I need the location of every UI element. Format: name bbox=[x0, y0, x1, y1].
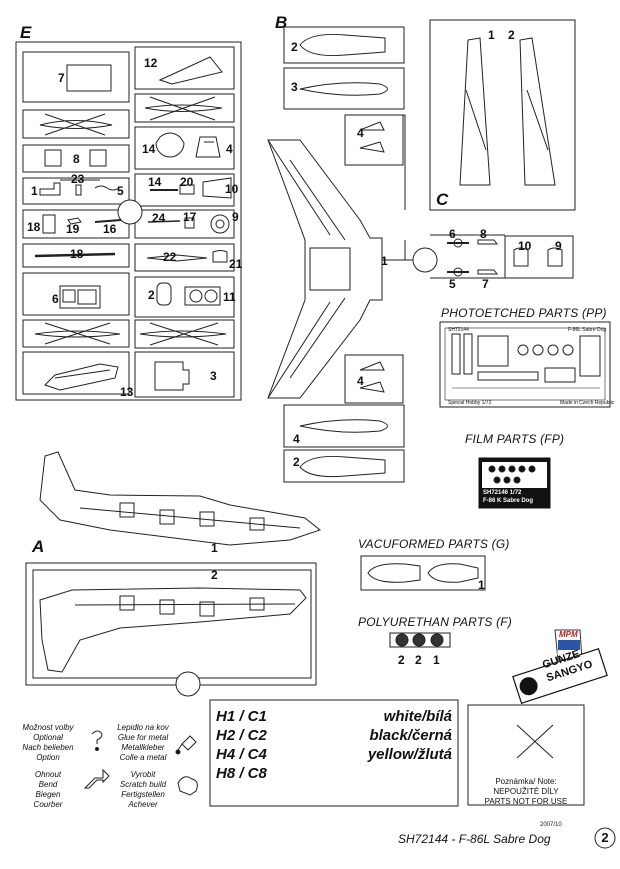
part-label: 18 bbox=[27, 220, 41, 234]
part-label: 14 bbox=[142, 142, 156, 156]
part-label: 24 bbox=[152, 211, 166, 225]
part-label: 4 bbox=[293, 432, 300, 446]
page-number-circle bbox=[594, 827, 616, 849]
part-label: 9 bbox=[232, 210, 239, 224]
sprue-b-letter: B bbox=[275, 13, 287, 32]
fret-footer-left: Special Hobby 1/72 bbox=[448, 400, 492, 406]
part-label: 21 bbox=[229, 257, 243, 271]
part-label: 3 bbox=[210, 369, 217, 383]
part-label: 9 bbox=[555, 239, 562, 253]
part-label: 5 bbox=[449, 277, 456, 291]
gunze-logo bbox=[512, 648, 608, 704]
polyurethan-title: POLYURETHAN PARTS (F) bbox=[358, 615, 513, 629]
sprue-e: E bbox=[15, 23, 242, 401]
part-label: 8 bbox=[480, 227, 487, 241]
film-part bbox=[478, 457, 551, 509]
part-label: 10 bbox=[225, 182, 239, 196]
vacuformed-title: VACUFORMED PARTS (G) bbox=[358, 537, 510, 551]
part-label: 10 bbox=[518, 239, 532, 253]
color-chart-box bbox=[209, 699, 459, 807]
part-label: 3 bbox=[291, 80, 298, 94]
part-label: 19 bbox=[66, 222, 80, 236]
part-label: 1 bbox=[488, 28, 495, 42]
part-label: 2 bbox=[508, 28, 515, 42]
part-label: 22 bbox=[163, 250, 177, 264]
part-label: 1 bbox=[381, 254, 388, 268]
part-label: 2 bbox=[148, 288, 155, 302]
part-label: 2 bbox=[415, 653, 422, 667]
part-label: 1 bbox=[433, 653, 440, 667]
legend-bend: Ohnout Bend Biegen Courber bbox=[33, 770, 63, 809]
part-label: 1 bbox=[31, 184, 38, 198]
part-label: 6 bbox=[449, 227, 456, 241]
part-label: 23 bbox=[71, 172, 85, 186]
part-label: 4 bbox=[357, 374, 364, 388]
part-label: 1 bbox=[478, 578, 485, 592]
part-label: 16 bbox=[103, 222, 117, 236]
fret-code: SH72144 bbox=[448, 327, 469, 333]
part-label: 18 bbox=[70, 247, 84, 261]
legend-icons bbox=[83, 730, 198, 796]
optional-icon bbox=[91, 730, 103, 751]
part-label: 12 bbox=[144, 56, 158, 70]
part-label: 11 bbox=[223, 290, 236, 304]
polyurethan-parts bbox=[389, 632, 451, 648]
part-label: 13 bbox=[120, 385, 134, 399]
part-label: 2 bbox=[211, 568, 218, 582]
part-label: 4 bbox=[226, 142, 233, 156]
page-number: 2 bbox=[601, 830, 609, 845]
sprue-b: B bbox=[267, 13, 438, 483]
mpm-logo-sub: production bbox=[557, 650, 581, 656]
film-name: F-86 K Sabre Dog bbox=[483, 498, 534, 504]
part-label: 1 bbox=[211, 541, 218, 555]
film-code: SH72146 1/72 bbox=[483, 490, 522, 496]
sprue-a-letter: A bbox=[31, 537, 44, 556]
not-for-use-note: Poznámka/ Note: NEPOUŽITÉ DÍLY PARTS NOT… bbox=[484, 777, 568, 806]
part-label: 2 bbox=[291, 40, 298, 54]
part-label: 2 bbox=[293, 455, 300, 469]
part-label: 7 bbox=[58, 71, 65, 85]
glue-icon bbox=[175, 735, 197, 755]
color-row: H8 / C8 bbox=[216, 765, 267, 782]
part-label: 8 bbox=[73, 152, 80, 166]
part-label: 7 bbox=[482, 277, 489, 291]
footer-date: 2007/10 bbox=[540, 822, 562, 828]
part-label: 17 bbox=[183, 210, 197, 224]
part-label: 14 bbox=[148, 175, 162, 189]
mpm-logo-text: MPM bbox=[559, 630, 578, 639]
legend-glue: Lepidlo na kov Glue for metal Metallkleb… bbox=[117, 723, 169, 762]
vacuformed-sheet bbox=[360, 555, 486, 591]
fret-footer-right: Made in Czech Republic bbox=[560, 400, 615, 406]
part-label: 6 bbox=[52, 292, 59, 306]
legend-scratch: Vyrobit Scratch build Fertigstellen Ache… bbox=[119, 770, 167, 809]
legend-optional: Možnost volby Optional Nach belieben Opt… bbox=[22, 723, 74, 762]
part-label: 2 bbox=[398, 653, 405, 667]
part-label: 20 bbox=[180, 175, 194, 189]
footer-title: SH72144 - F-86L Sabre Dog bbox=[398, 832, 551, 846]
scratch-icon bbox=[177, 776, 198, 796]
part-label: 5 bbox=[117, 184, 124, 198]
bend-icon bbox=[83, 768, 110, 789]
sprue-e-letter: E bbox=[20, 23, 32, 42]
film-title: FILM PARTS (FP) bbox=[465, 432, 565, 446]
fret-name: F-86L Sabre Dog bbox=[568, 327, 607, 333]
photoetched-title: PHOTOETCHED PARTS (PP) bbox=[441, 306, 607, 320]
sprue-c-letter: C bbox=[436, 190, 449, 209]
sprue-c: C bbox=[429, 19, 576, 279]
sprue-a: A bbox=[25, 451, 322, 697]
part-label: 4 bbox=[357, 126, 364, 140]
not-for-use-box bbox=[467, 704, 585, 806]
photoetched-fret bbox=[439, 321, 611, 408]
